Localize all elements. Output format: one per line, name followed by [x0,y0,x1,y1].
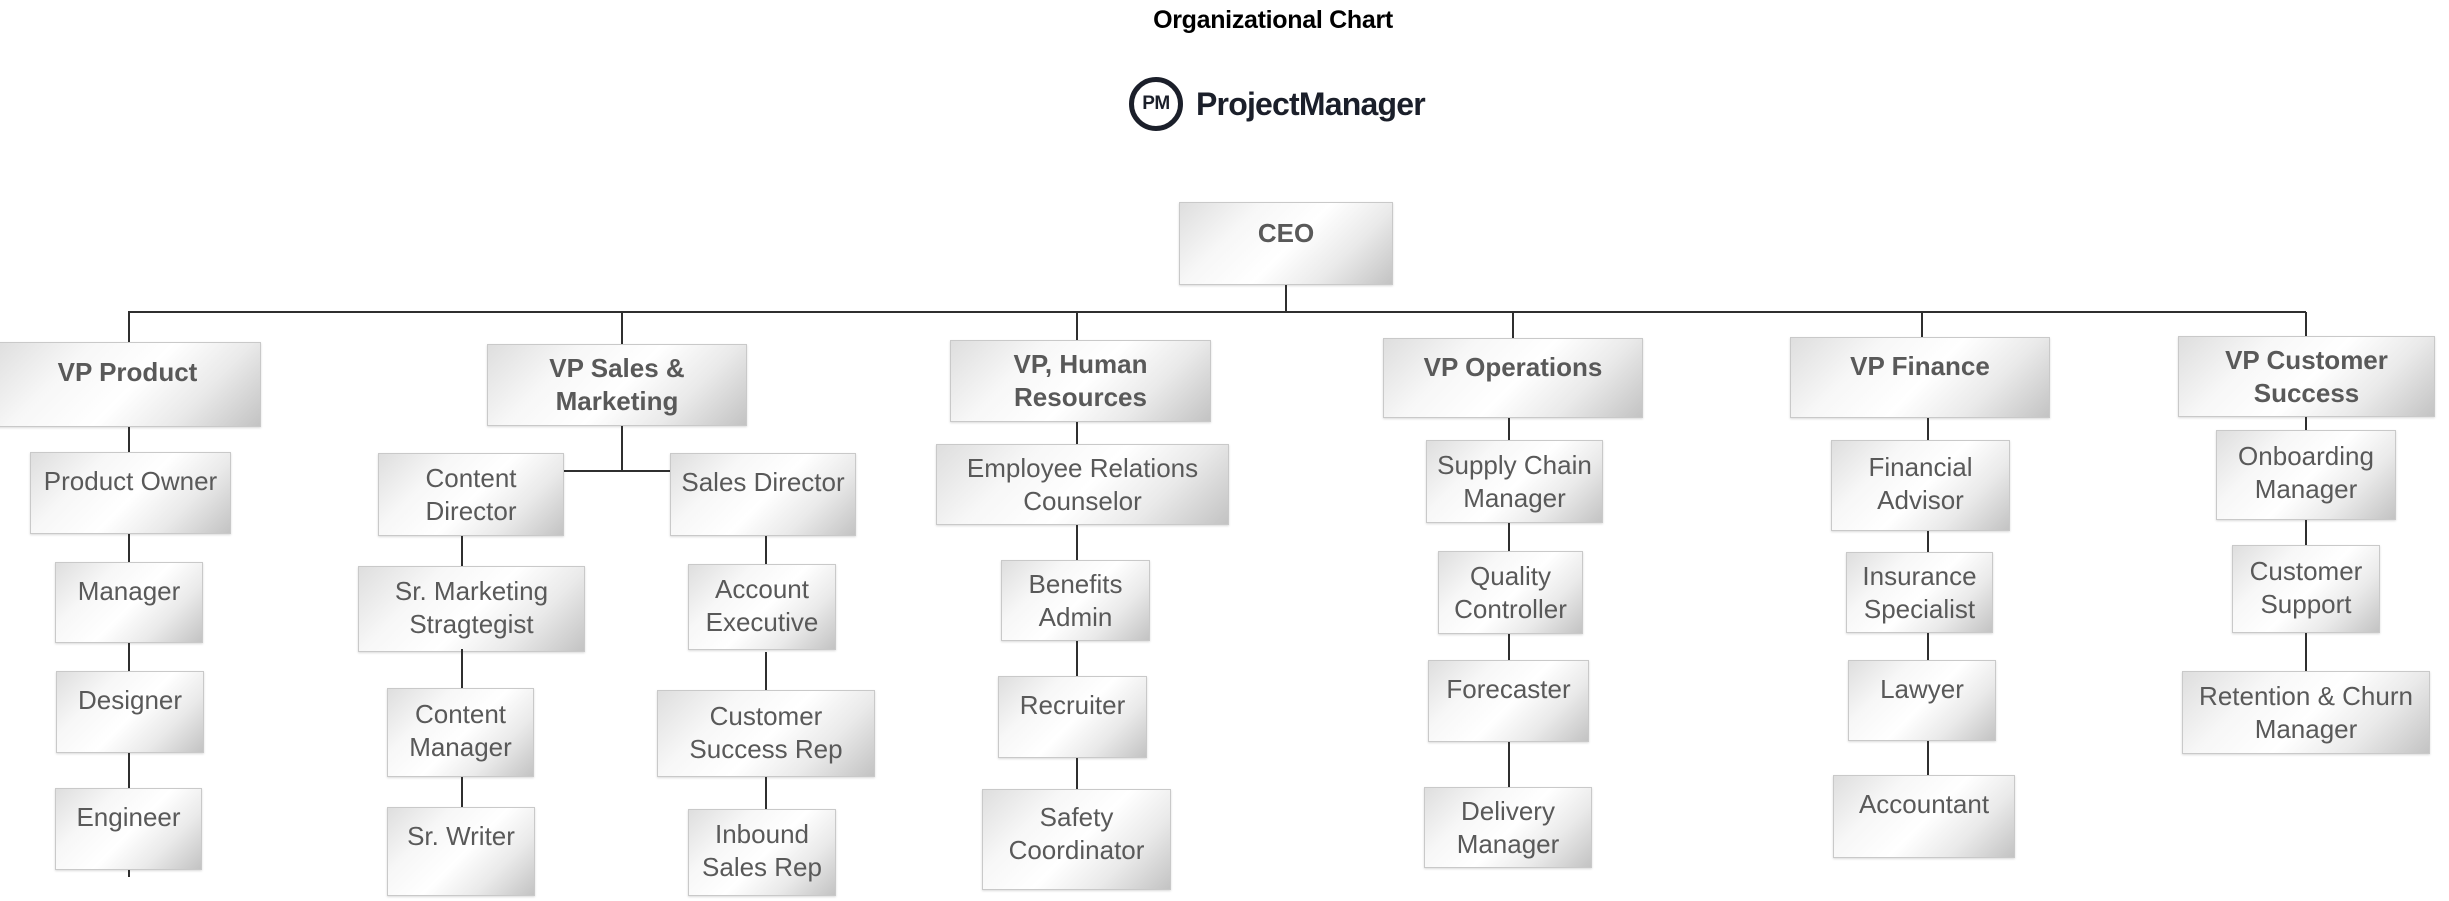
connector-line [1927,531,1929,552]
connector-line [1508,742,1510,787]
node-benefits-admin: Benefits Admin [1001,560,1150,641]
node-insurance-specialist: Insurance Specialist [1846,552,1993,633]
brand-name: ProjectManager [1196,85,1426,122]
node-recruiter: Recruiter [998,676,1147,758]
node-quality-controller: Quality Controller [1438,551,1583,634]
connector-line [1508,523,1510,551]
connector-line [128,870,130,877]
connector-drop-vp-product [128,312,130,342]
connector-line [128,753,130,788]
node-onboarding-manager: Onboarding Manager [2216,430,2396,520]
node-sr-marketing-strategist: Sr. Marketing Stragtegist [358,566,585,652]
node-vp-finance: VP Finance [1790,337,2050,418]
brand-logo: PM ProjectManager [1129,76,1426,132]
node-supply-chain-manager: Supply Chain Manager [1426,440,1603,523]
node-sales-director: Sales Director [670,453,856,536]
connector-line [461,649,463,688]
connector-line [1076,758,1078,789]
node-inbound-sales-rep: Inbound Sales Rep [688,809,836,896]
connector-line [1508,634,1510,660]
connector-top-rail [128,311,2306,313]
node-accountant: Accountant [1833,775,2015,858]
node-customer-success-rep: Customer Success Rep [657,690,875,777]
pm-monogram: PM [1142,93,1170,114]
node-vp-product: VP Product [0,342,261,427]
connector-line [564,470,670,472]
node-vp-customer-success: VP Customer Success [2178,336,2435,417]
node-financial-advisor: Financial Advisor [1831,440,2010,531]
connector-drop-vp-finance [1921,312,1923,337]
node-delivery-manager: Delivery Manager [1424,787,1592,868]
connector-line [1508,418,1510,440]
node-ceo: CEO [1179,202,1393,285]
node-retention-churn-manager: Retention & Churn Manager [2182,671,2430,754]
connector-line [2305,520,2307,545]
node-forecaster: Forecaster [1428,660,1589,742]
connector-line [1927,741,1929,775]
connector-line [461,777,463,807]
page-title: Organizational Chart [1153,6,1393,34]
connector-drop-vp-customer-success [2305,312,2307,336]
node-vp-human-resources: VP, Human Resources [950,340,1211,422]
node-engineer: Engineer [55,788,202,870]
connector-line [128,427,130,452]
node-customer-support: Customer Support [2232,545,2380,633]
node-product-owner: Product Owner [30,452,231,534]
connector-line [461,536,463,566]
node-content-manager: Content Manager [387,688,534,777]
connector-line [1927,418,1929,440]
node-vp-operations: VP Operations [1383,338,1643,418]
connector-line [2305,633,2307,671]
connector-line [1076,422,1078,444]
connector-line [621,426,623,472]
connector-line [128,534,130,562]
connector-line [2305,417,2307,430]
pm-logo-icon: PM [1129,77,1183,131]
connector-line [1076,641,1078,676]
connector-line [765,536,767,564]
node-sr-writer: Sr. Writer [387,807,535,896]
connector-line [1927,633,1929,660]
connector-drop-vp-operations [1512,312,1514,338]
connector-ceo-drop [1285,285,1287,313]
node-manager: Manager [55,562,203,643]
connector-line [1076,525,1078,560]
connector-drop-vp-sales [621,312,623,344]
node-safety-coordinator: Safety Coordinator [982,789,1171,890]
node-lawyer: Lawyer [1848,660,1996,741]
connector-line [765,652,767,690]
connector-line [128,643,130,671]
node-content-director: Content Director [378,453,564,536]
connector-drop-vp-hr [1076,312,1078,340]
connector-line [765,777,767,809]
node-account-executive: Account Executive [688,564,836,650]
node-designer: Designer [56,671,204,753]
node-vp-sales-marketing: VP Sales & Marketing [487,344,747,426]
node-employee-relations-counselor: Employee Relations Counselor [936,444,1229,525]
